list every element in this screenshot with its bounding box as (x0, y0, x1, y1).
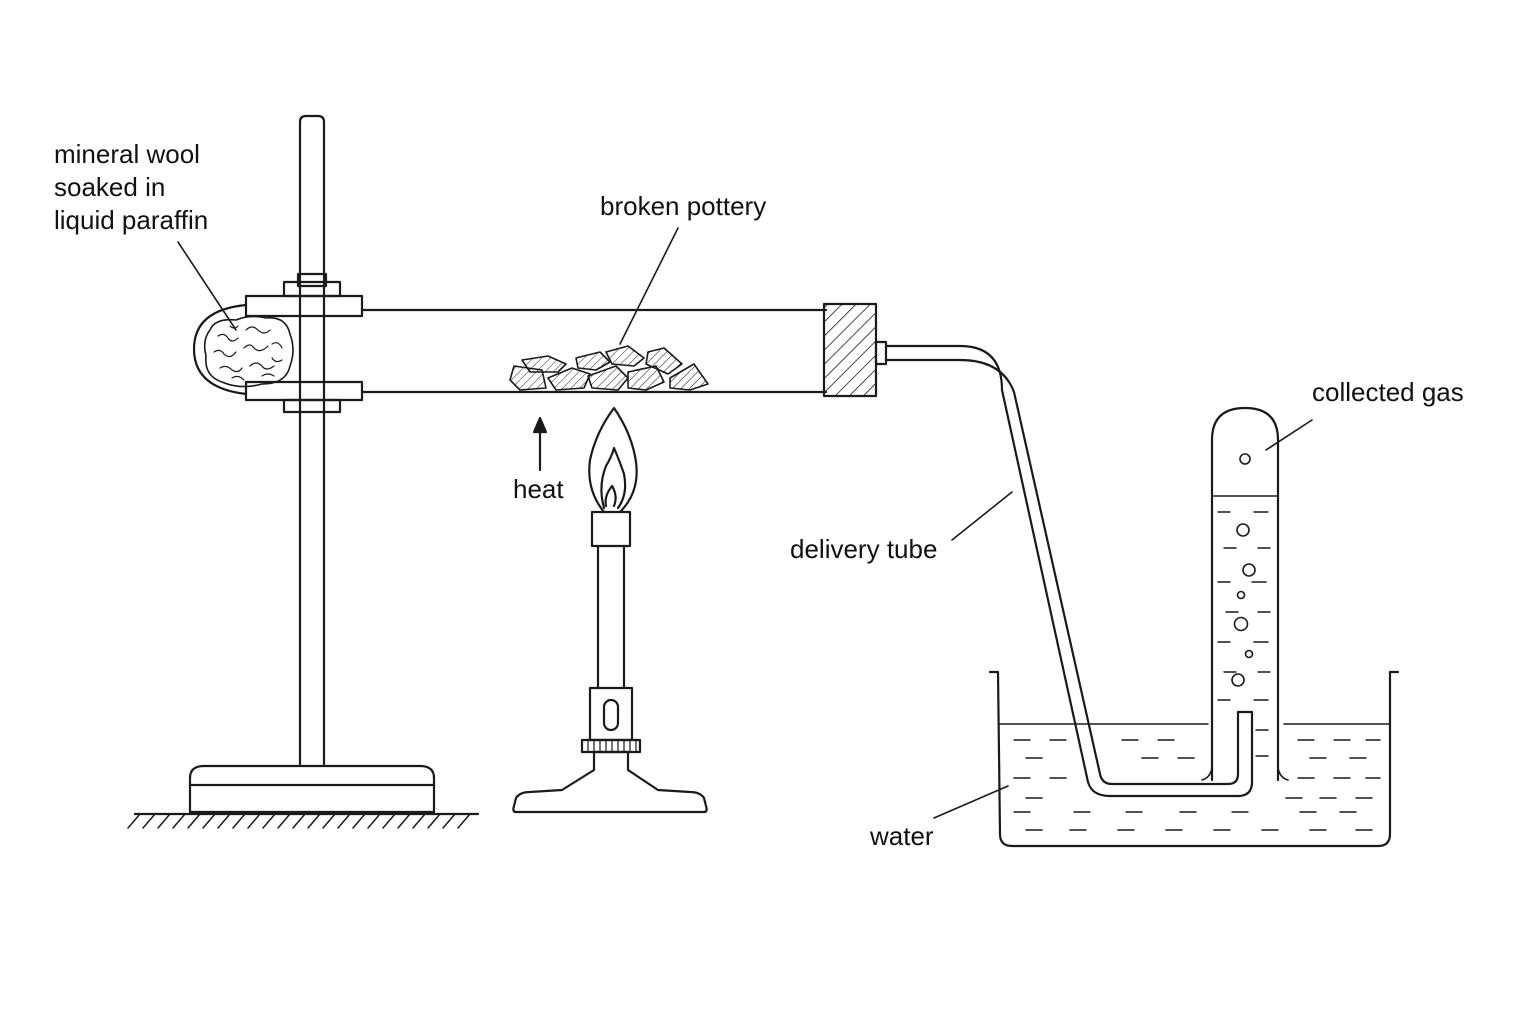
boiling-tube (362, 310, 826, 392)
tube-connector (876, 342, 886, 364)
leader-mineral-wool (178, 242, 236, 330)
broken-pottery (510, 346, 708, 390)
label-mineral-wool-line1: mineral wool (54, 139, 200, 169)
water-trough (990, 672, 1398, 846)
rubber-bung (824, 304, 876, 396)
gas-bubbles (1232, 454, 1255, 686)
heat-arrow (534, 418, 546, 470)
label-delivery-tube: delivery tube (790, 534, 938, 564)
bench-surface (128, 814, 478, 828)
label-water: water (870, 821, 934, 851)
bunsen-burner (513, 408, 706, 812)
label-collected-gas: collected gas (1312, 377, 1464, 407)
label-broken-pottery: broken pottery (600, 191, 767, 221)
leader-water (934, 786, 1008, 818)
label-mineral-wool: mineral wool soaked in liquid paraffin (54, 138, 208, 237)
leader-delivery-tube (952, 492, 1012, 540)
leader-collected-gas (1266, 420, 1312, 450)
collection-tube (1202, 408, 1288, 780)
delivery-tube (886, 346, 1252, 796)
label-heat: heat (513, 474, 564, 504)
leader-broken-pottery (620, 228, 678, 344)
label-mineral-wool-line2: soaked in (54, 172, 166, 202)
water-dashes (1014, 740, 1380, 830)
label-mineral-wool-line3: liquid paraffin (54, 205, 209, 235)
retort-stand (190, 116, 434, 812)
mineral-wool (194, 305, 293, 394)
